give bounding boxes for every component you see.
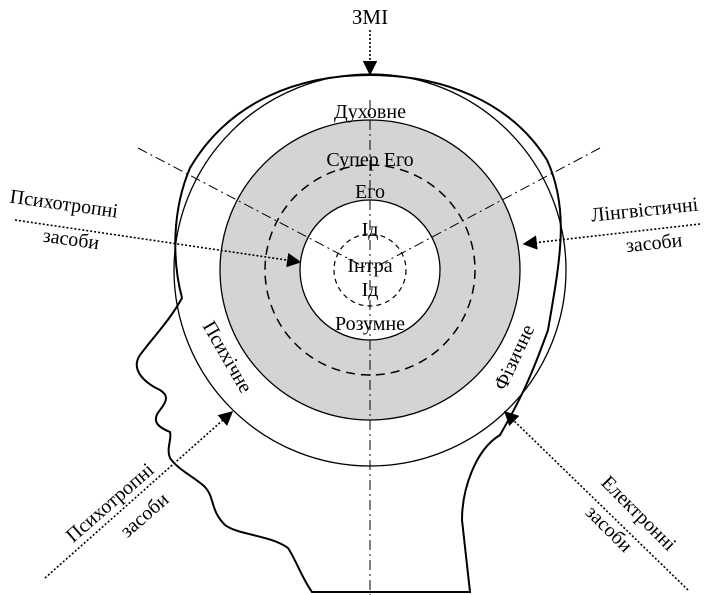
label-spiritual: Духовне: [334, 101, 406, 123]
label-left-upper-line2: засоби: [42, 225, 101, 255]
label-intra: Інтра: [347, 255, 392, 277]
label-super-ego: Супер Его: [326, 149, 413, 171]
label-zmi: ЗМІ: [352, 5, 388, 29]
label-right-upper: Лінгвістичні засоби: [590, 193, 700, 257]
arrow-right-lower: [503, 410, 689, 591]
label-left-upper-line1: Психотропні: [8, 186, 119, 223]
arrow-left-lower: [44, 411, 234, 579]
arrow-left-upper: [14, 219, 302, 268]
label-left-upper: Психотропні засоби: [8, 186, 119, 255]
head-silhouette: [135, 73, 562, 593]
label-rational: Розумне: [335, 313, 405, 335]
label-left-lower: Психотропні засоби: [62, 459, 174, 547]
label-right-upper-line2: засоби: [625, 229, 684, 257]
label-id-top: Ід: [362, 219, 379, 241]
arrow-right-upper: [522, 223, 701, 250]
label-id-bottom: Ід: [362, 279, 379, 301]
label-right-lower: Електронні засоби: [581, 472, 681, 557]
label-right-upper-line1: Лінгвістичні: [590, 193, 700, 226]
label-ego: Его: [355, 181, 385, 203]
guide-line-left-diagonal: [137, 147, 371, 271]
guide-line-right-diagonal: [369, 147, 601, 271]
guide-lines: [137, 100, 601, 595]
ego-dashed-ring: [264, 164, 476, 376]
influence-arrows: [14, 30, 701, 591]
